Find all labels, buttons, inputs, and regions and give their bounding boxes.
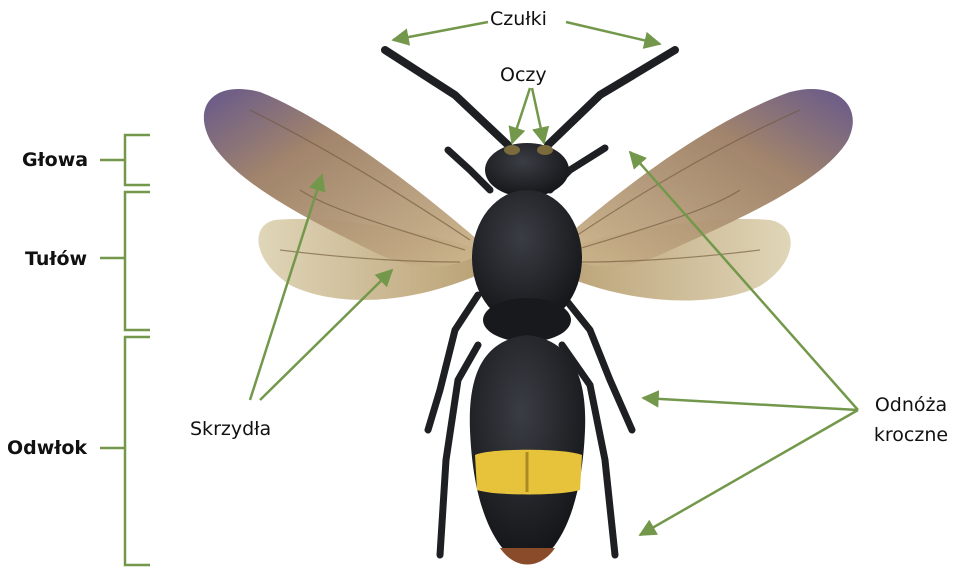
label-legs-line2: kroczne xyxy=(866,424,956,446)
label-legs-line1: Odnóża xyxy=(866,394,956,416)
label-antennae: Czułki xyxy=(490,8,547,30)
label-eyes: Oczy xyxy=(500,64,547,86)
label-thorax: Tułów xyxy=(25,248,87,270)
label-legs: Odnóża kroczne xyxy=(866,394,956,446)
label-head: Głowa xyxy=(22,149,88,171)
label-abdomen: Odwłok xyxy=(7,437,87,459)
thorax-bracket xyxy=(125,192,150,330)
head-bracket xyxy=(125,135,150,185)
abdomen-bracket xyxy=(125,337,150,565)
label-wings: Skrzydła xyxy=(190,418,271,440)
